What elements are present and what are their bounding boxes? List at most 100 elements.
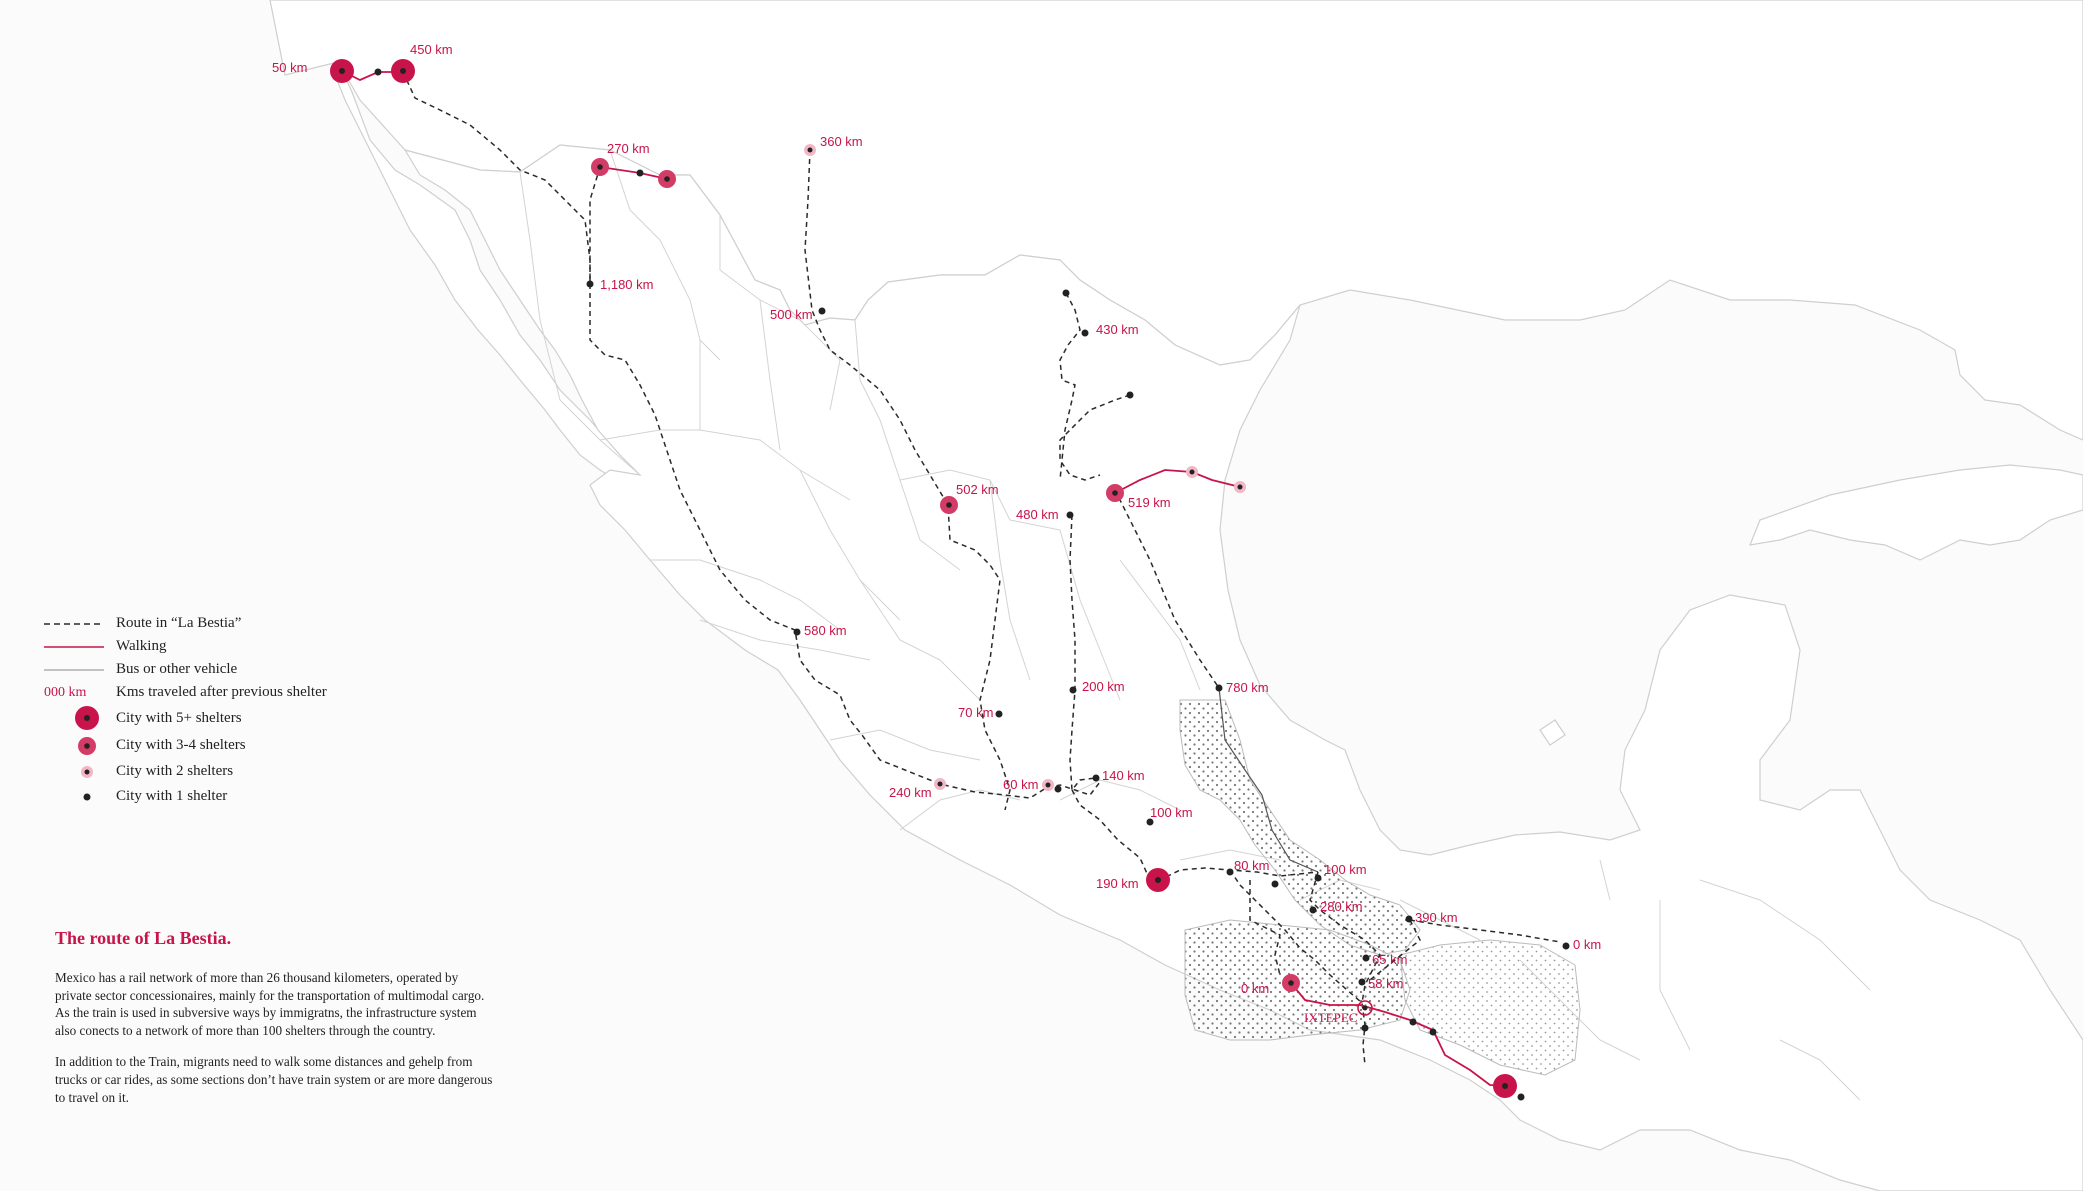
city-34-oaxaca xyxy=(1282,974,1300,992)
km-labels: 50 km 450 km 270 km 360 km 1,180 km 500 … xyxy=(272,42,1601,1025)
city-5plus-tapachula xyxy=(1493,1074,1517,1098)
label-culiacan: 580 km xyxy=(804,623,847,638)
city-1-hermosillo xyxy=(586,280,594,288)
city-1-coatzacoalcos xyxy=(1405,915,1413,923)
city-1-sonoyta xyxy=(374,68,382,76)
city-34-monterrey xyxy=(1106,484,1124,502)
city-2-guadalajara xyxy=(934,778,946,790)
cuba xyxy=(1749,464,2083,561)
city-1-saltillo xyxy=(1126,391,1134,399)
bus-routes xyxy=(1218,687,1319,873)
label-monclova: 430 km xyxy=(1096,322,1139,337)
label-hermosillo: 1,180 km xyxy=(600,277,653,292)
city-ixtepec-marker xyxy=(1357,1000,1373,1016)
legend: Route in “La Bestia” Walking Bus or othe… xyxy=(44,612,464,809)
city-1-huehuetoca xyxy=(1092,774,1100,782)
veracruz-area xyxy=(1179,699,1421,956)
label-aguascalientes: 70 km xyxy=(958,705,993,720)
city-1-tampico xyxy=(1215,684,1223,692)
dashed-line-icon xyxy=(44,622,104,625)
legend-city34: City with 3-4 shelters xyxy=(44,732,464,759)
city-5plus-toluca xyxy=(1146,868,1170,892)
legend-bus: Bus or other vehicle xyxy=(44,658,464,681)
legend-bus-label: Bus or other vehicle xyxy=(116,661,238,677)
city-1-chahuites xyxy=(1358,978,1366,986)
city-34-ojinaga xyxy=(658,170,676,188)
city-34-torreon xyxy=(940,496,958,514)
city-1-tenosique xyxy=(1562,942,1570,950)
city-1-icon xyxy=(83,793,91,800)
label-torreon: 502 km xyxy=(956,482,999,497)
legend-route: Route in “La Bestia” xyxy=(44,612,464,635)
label-slp: 480 km xyxy=(1016,507,1059,522)
walking-line-icon xyxy=(44,645,104,648)
city-1-veracruz xyxy=(1314,874,1322,882)
city-1-tonala xyxy=(1409,1018,1417,1026)
land xyxy=(269,0,2083,1191)
story-paragraph-1: Mexico has a rail network of more than 2… xyxy=(55,970,485,1038)
label-tampico: 780 km xyxy=(1226,680,1269,695)
label-huehuetoca: 140 km xyxy=(1102,768,1145,783)
walk-south xyxy=(1290,982,1506,1087)
label-coatzacoalcos: 390 km xyxy=(1415,910,1458,925)
label-tenosique: 0 km xyxy=(1573,937,1601,952)
label-irapuato: 60 km xyxy=(1003,777,1038,792)
legend-km-label: Kms traveled after previous shelter xyxy=(116,684,327,700)
label-chahuites: 58 km xyxy=(1368,976,1403,991)
city-2-chihuahua-n xyxy=(804,144,816,156)
story: The route of La Bestia. Mexico has a rai… xyxy=(55,928,495,1120)
city-2-reynosa xyxy=(1186,466,1198,478)
city-1-culiacan xyxy=(793,628,801,636)
label-veracruz: 100 km xyxy=(1324,862,1367,877)
label-mexicali: 450 km xyxy=(410,42,453,57)
chiapas-area xyxy=(1399,939,1581,1076)
label-puebla: 80 km xyxy=(1234,858,1269,873)
label-chihuahua: 500 km xyxy=(770,307,813,322)
label-toluca: 190 km xyxy=(1096,876,1139,891)
city-1-celaya xyxy=(1054,785,1062,793)
label-cdmx: 100 km xyxy=(1150,805,1193,820)
walk-monterrey xyxy=(1114,469,1241,494)
city-5plus-icon xyxy=(75,706,99,730)
story-title: The route of La Bestia. xyxy=(55,928,232,948)
city-1-orizaba xyxy=(1271,880,1279,888)
city-1-chihuahua xyxy=(818,307,826,315)
legend-city5-label: City with 5+ shelters xyxy=(116,709,242,726)
legend-route-label: Route in “La Bestia” xyxy=(116,615,242,631)
legend-walking: Walking xyxy=(44,635,464,658)
city-1-group xyxy=(374,68,1570,1101)
cities xyxy=(330,59,1570,1101)
legend-city1-label: City with 1 shelter xyxy=(116,788,228,804)
label-guadalajara: 240 km xyxy=(889,785,932,800)
city-1-cdmx xyxy=(1146,818,1154,826)
story-paragraph-2: In addition to the Train, migrants need … xyxy=(55,1054,493,1105)
city-1-juarez-mid xyxy=(636,169,644,177)
city-1-queretaro xyxy=(1069,686,1077,694)
city-1-aguascalientes xyxy=(995,710,1003,718)
city-34-icon xyxy=(78,736,96,755)
city-2-irapuato xyxy=(1042,779,1054,791)
label-monterrey: 519 km xyxy=(1128,495,1171,510)
city-1-piedras xyxy=(1062,289,1070,297)
city-1-tierra-blanca xyxy=(1309,906,1317,914)
legend-city2-label: City with 2 shelters xyxy=(116,763,234,779)
city-1-pijijiapan xyxy=(1429,1028,1437,1036)
city-1-matias xyxy=(1362,954,1370,962)
label-chihuahua-n: 360 km xyxy=(820,134,863,149)
city-2-matamoros xyxy=(1234,481,1246,493)
legend-city5: City with 5+ shelters xyxy=(44,704,464,732)
legend-city1: City with 1 shelter xyxy=(44,784,464,809)
city-1-ciudad-hidalgo xyxy=(1517,1093,1525,1101)
city-5plus-mexicali xyxy=(391,59,415,83)
state-borders xyxy=(519,149,1871,1101)
legend-km: 000 km Kms traveled after previous shelt… xyxy=(44,681,464,704)
label-ixtepec: IXTEPEC xyxy=(1304,1010,1357,1025)
city-34-juarez xyxy=(591,158,609,176)
label-oaxaca: 0 km xyxy=(1241,981,1269,996)
city-1-monclova xyxy=(1081,329,1089,337)
legend-city2: City with 2 shelters xyxy=(44,759,464,784)
label-tijuana: 50 km xyxy=(272,60,307,75)
label-queretaro: 200 km xyxy=(1082,679,1125,694)
bus-route-tampico xyxy=(1218,687,1319,873)
